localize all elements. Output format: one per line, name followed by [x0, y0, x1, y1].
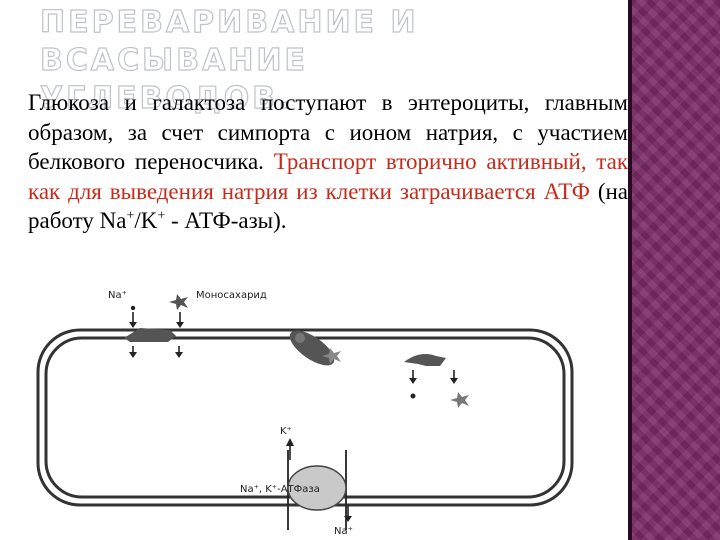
decorative-side-band — [632, 0, 720, 540]
carrier-protein-icon — [289, 330, 341, 366]
body-text-highlight: Транспорт вторично активный, так как для… — [28, 149, 629, 204]
sup-plus-1: + — [126, 208, 135, 224]
na-k-pump-icon — [287, 450, 347, 530]
release-transporter-icon — [404, 354, 469, 408]
symporter-protein-icon — [124, 328, 183, 358]
title-line-2: УГЛЕВОДОВ. — [39, 80, 293, 116]
tail-post: - АТФ-азы). — [165, 208, 287, 233]
k-up-arrow-icon — [286, 438, 294, 460]
na-down-arrow-icon — [344, 506, 352, 522]
tail-pre: (на работу Na — [28, 178, 629, 234]
body-text-main: Глюкоза и галактоза поступают в энтероци… — [28, 90, 628, 174]
pump-label: Na⁺, K⁺-АТФаза — [240, 484, 320, 495]
slide-title: ПЕРЕВАРИВАНИЕ И ВСАСЫВАНИЕ УГЛЕВОДОВ. — [39, 4, 620, 118]
monosaccharide-star-icon — [169, 294, 188, 310]
symporter-arrows-icon — [129, 305, 184, 328]
title-line-1: ПЕРЕВАРИВАНИЕ И ВСАСЫВАНИЕ — [39, 4, 419, 78]
na-bottom-label: Na⁺ — [334, 526, 353, 537]
slide-body-text: Глюкоза и галактоза поступают в энтероци… — [28, 88, 628, 236]
transport-diagram: Na⁺ Моносахарид K⁺ — [36, 290, 574, 537]
monosaccharide-label: Моносахарид — [196, 290, 267, 301]
k-label: K⁺ — [280, 426, 292, 437]
body-text-tail: (на работу Na+/K+ - АТФ-азы). — [28, 179, 628, 234]
tail-mid: /K — [134, 208, 158, 233]
right-border-line — [628, 0, 632, 540]
sup-plus-2: + — [157, 208, 166, 224]
na-top-label: Na⁺ — [108, 290, 127, 301]
